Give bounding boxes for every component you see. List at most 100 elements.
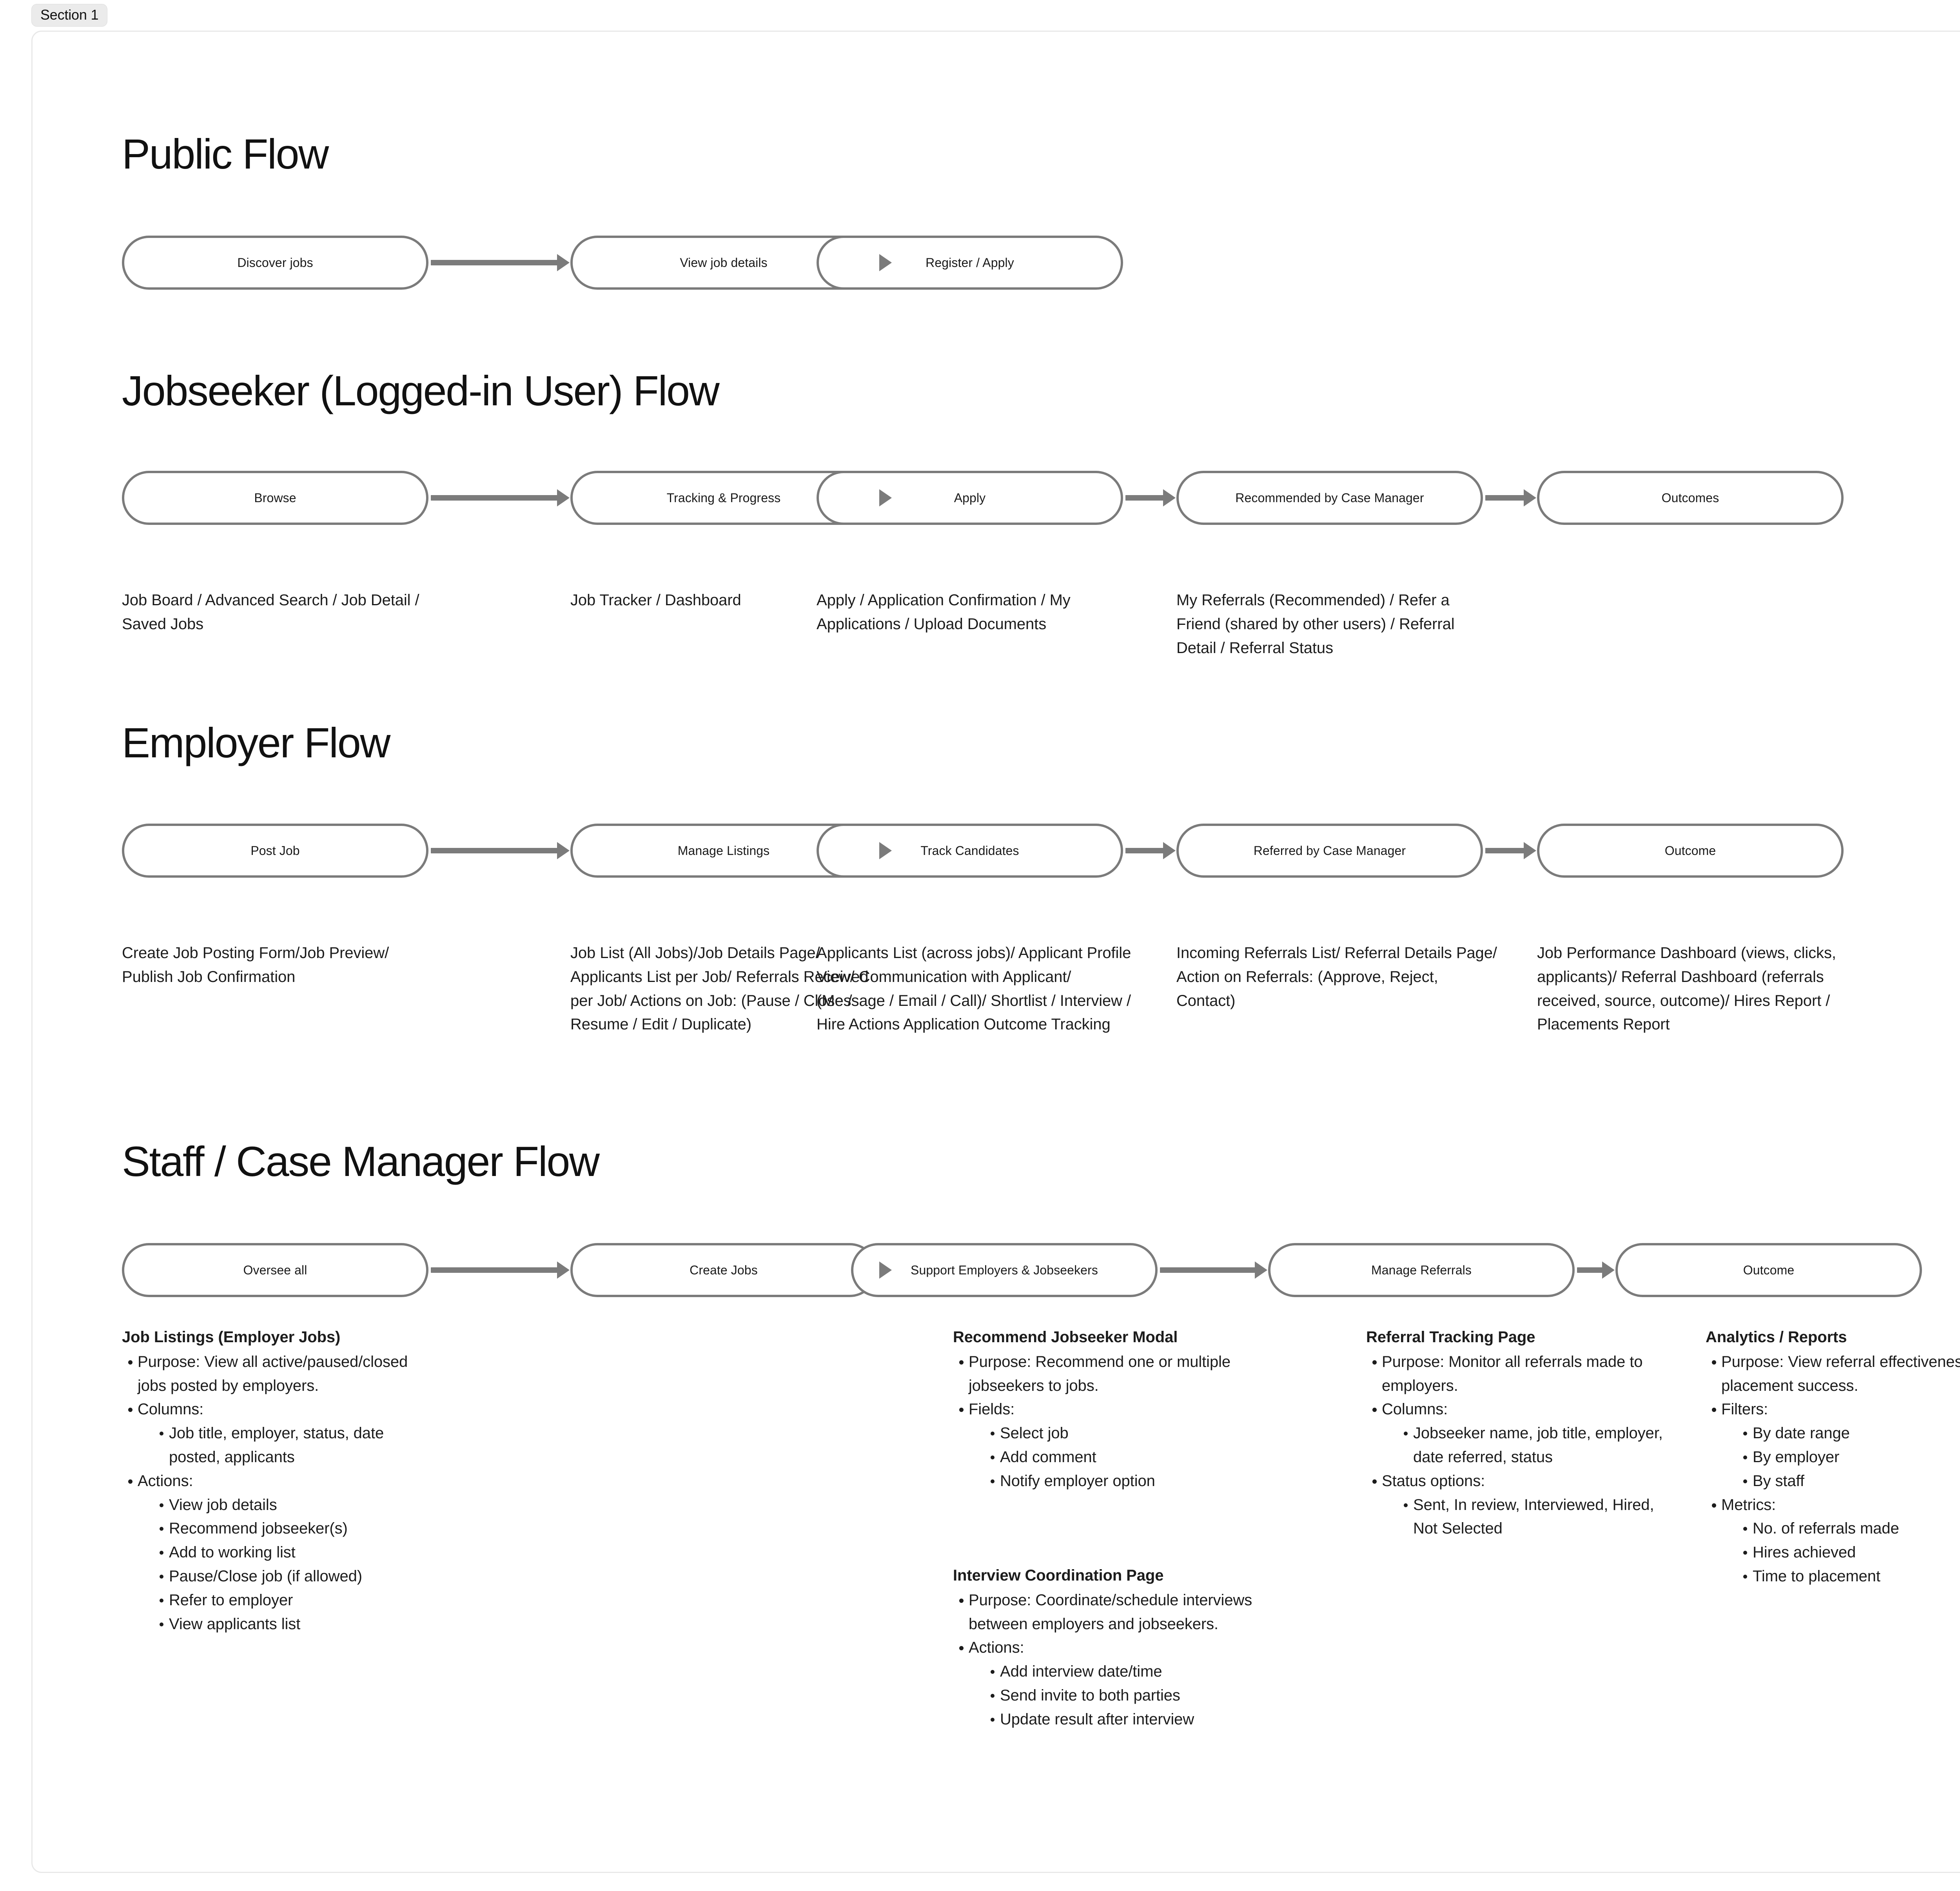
detail-sublist-item-text: By staff xyxy=(1753,1472,1804,1490)
flow-arrow xyxy=(431,489,570,506)
detail-list-item-text: Purpose: View referral effectiveness and… xyxy=(1721,1353,1960,1394)
flow-arrow xyxy=(1577,1261,1615,1279)
flow-node[interactable]: Oversee all xyxy=(122,1243,428,1297)
section-tab[interactable]: Section 1 xyxy=(31,4,108,27)
detail-sublist-item-text: Jobseeker name, job title, employer, dat… xyxy=(1413,1425,1663,1466)
flow-node[interactable]: Browse xyxy=(122,471,428,525)
flow-node[interactable]: Track Candidates xyxy=(817,824,1123,878)
detail-list-item-text: Columns: xyxy=(1382,1401,1448,1418)
detail-sublist-item: Select job xyxy=(984,1421,1263,1445)
detail-sublist-item-text: By employer xyxy=(1753,1448,1840,1466)
detail-sublist-item-text: Send invite to both parties xyxy=(1000,1686,1180,1704)
flow-node-label: Create Jobs xyxy=(690,1263,758,1277)
detail-list-item: Columns: Jobseeker name, job title, emplo… xyxy=(1366,1397,1680,1469)
flow-node[interactable]: Support Employers & Jobseekers xyxy=(851,1243,1158,1297)
flow-node-caption: My Referrals (Recommended) / Refer a Fri… xyxy=(1176,592,1455,657)
detail-sublist-item: Send invite to both parties xyxy=(984,1684,1263,1708)
detail-sublist-item-text: Add comment xyxy=(1000,1448,1096,1466)
flow-node-caption: Job Board / Advanced Search / Job Detail… xyxy=(122,592,419,633)
detail-sublist-item: Pause/Close job (if allowed) xyxy=(153,1564,432,1588)
detail-sublist-item: View job details xyxy=(153,1493,432,1517)
flow-node-label: Outcome xyxy=(1743,1263,1795,1277)
flow-node-label: Track Candidates xyxy=(920,843,1019,858)
detail-list-item: Purpose: View all active/paused/closed j… xyxy=(122,1350,432,1398)
detail-list-item-text: Purpose: Recommend one or multiple jobse… xyxy=(969,1353,1231,1394)
flow-node-caption: Job List (All Jobs)/Job Details Page/ Ap… xyxy=(570,944,869,1033)
flow-node[interactable]: Recommended by Case Manager xyxy=(1176,471,1483,525)
flow-arrow xyxy=(1485,842,1536,859)
detail-sublist-item-text: Update result after interview xyxy=(1000,1710,1194,1728)
detail-list-item-text: Columns: xyxy=(138,1401,204,1418)
flow-node[interactable]: Outcomes xyxy=(1537,471,1844,525)
flow-node-label: Manage Referrals xyxy=(1371,1263,1472,1277)
flow-node-caption: Job Performance Dashboard (views, clicks… xyxy=(1537,944,1836,1033)
detail-sublist-item: Add comment xyxy=(984,1445,1263,1469)
flow-node-label: Register / Apply xyxy=(926,255,1014,270)
flow-arrow xyxy=(1160,1261,1267,1279)
detail-sublist-item-text: Add to working list xyxy=(169,1544,296,1561)
detail-sublist-item-text: View job details xyxy=(169,1496,277,1514)
flow-node-caption: Incoming Referrals List/ Referral Detail… xyxy=(1176,944,1497,1009)
detail-sublist-item-text: By date range xyxy=(1753,1425,1850,1442)
detail-block-job-listings: Job Listings (Employer Jobs)Purpose: Vie… xyxy=(122,1325,432,1636)
detail-sublist-item: Sent, In review, Interviewed, Hired, Not… xyxy=(1397,1493,1680,1541)
detail-sublist: Sent, In review, Interviewed, Hired, Not… xyxy=(1382,1493,1680,1541)
flow-node-caption: Create Job Posting Form/Job Preview/ Pub… xyxy=(122,944,389,985)
flow-node[interactable]: Manage Referrals xyxy=(1268,1243,1575,1297)
flow-node-caption: Job Tracker / Dashboard xyxy=(570,592,741,609)
detail-sublist-item: Jobseeker name, job title, employer, dat… xyxy=(1397,1421,1680,1469)
flow-node[interactable]: Register / Apply xyxy=(817,236,1123,290)
detail-list-item-text: Purpose: Monitor all referrals made to e… xyxy=(1382,1353,1643,1394)
detail-list-item-text: Actions: xyxy=(969,1639,1024,1657)
detail-list-item: Purpose: Monitor all referrals made to e… xyxy=(1366,1350,1680,1398)
flow-node-label: Outcome xyxy=(1664,843,1716,858)
flow-node-label: Recommended by Case Manager xyxy=(1235,490,1424,505)
detail-sublist-item-text: Notify employer option xyxy=(1000,1472,1155,1490)
flow-node[interactable]: Referred by Case Manager xyxy=(1176,824,1483,878)
flow-node-caption: Apply / Application Confirmation / My Ap… xyxy=(817,592,1071,633)
detail-sublist-item-text: Time to placement xyxy=(1753,1567,1880,1585)
detail-sublist-item: Recommend jobseeker(s) xyxy=(153,1517,432,1541)
detail-sublist-item: No. of referrals made xyxy=(1737,1517,1960,1541)
detail-sublist-item: By date range xyxy=(1737,1421,1960,1445)
detail-block-title: Recommend Jobseeker Modal xyxy=(953,1328,1178,1346)
detail-sublist-item-text: Refer to employer xyxy=(169,1591,293,1609)
detail-list-item-text: Metrics: xyxy=(1721,1496,1776,1514)
flow-node[interactable]: Create Jobs xyxy=(570,1243,877,1297)
flow-node[interactable]: Outcome xyxy=(1537,824,1844,878)
detail-block-title: Interview Coordination Page xyxy=(953,1567,1164,1584)
detail-sublist-item: Update result after interview xyxy=(984,1708,1263,1731)
flow-arrow xyxy=(1125,842,1176,859)
detail-block-title: Referral Tracking Page xyxy=(1366,1328,1535,1346)
flow-node-label: Referred by Case Manager xyxy=(1253,843,1406,858)
detail-sublist-item-text: Sent, In review, Interviewed, Hired, Not… xyxy=(1413,1496,1654,1537)
flow-node[interactable]: Outcome xyxy=(1615,1243,1922,1297)
flow-arrow xyxy=(1485,489,1536,506)
flow-heading: Public Flow xyxy=(122,130,329,178)
detail-sublist-item-text: Pause/Close job (if allowed) xyxy=(169,1567,363,1585)
detail-list-item-text: Purpose: View all active/paused/closed j… xyxy=(138,1353,408,1394)
flow-node-label: Post Job xyxy=(250,843,300,858)
detail-sublist-item: Refer to employer xyxy=(153,1588,432,1612)
flow-node[interactable]: Discover jobs xyxy=(122,236,428,290)
detail-sublist-item: Hires achieved xyxy=(1737,1541,1960,1564)
flow-heading: Jobseeker (Logged-in User) Flow xyxy=(122,367,720,414)
detail-sublist-item: Add to working list xyxy=(153,1541,432,1564)
detail-sublist: By date range By employer By staff xyxy=(1721,1421,1960,1493)
flow-node-label: Oversee all xyxy=(243,1263,307,1277)
detail-sublist-item: Job title, employer, status, date posted… xyxy=(153,1421,432,1469)
detail-sublist-item-text: Add interview date/time xyxy=(1000,1663,1162,1680)
flow-node-label: Outcomes xyxy=(1661,490,1719,505)
flow-node[interactable]: Post Job xyxy=(122,824,428,878)
flow-node[interactable]: Apply xyxy=(817,471,1123,525)
detail-sublist-item-text: Job title, employer, status, date posted… xyxy=(169,1425,384,1466)
detail-sublist-item-text: Select job xyxy=(1000,1425,1069,1442)
flow-node-label: Discover jobs xyxy=(237,255,313,270)
detail-sublist-item-text: View applicants list xyxy=(169,1615,301,1633)
detail-list-item-text: Status options: xyxy=(1382,1472,1485,1490)
